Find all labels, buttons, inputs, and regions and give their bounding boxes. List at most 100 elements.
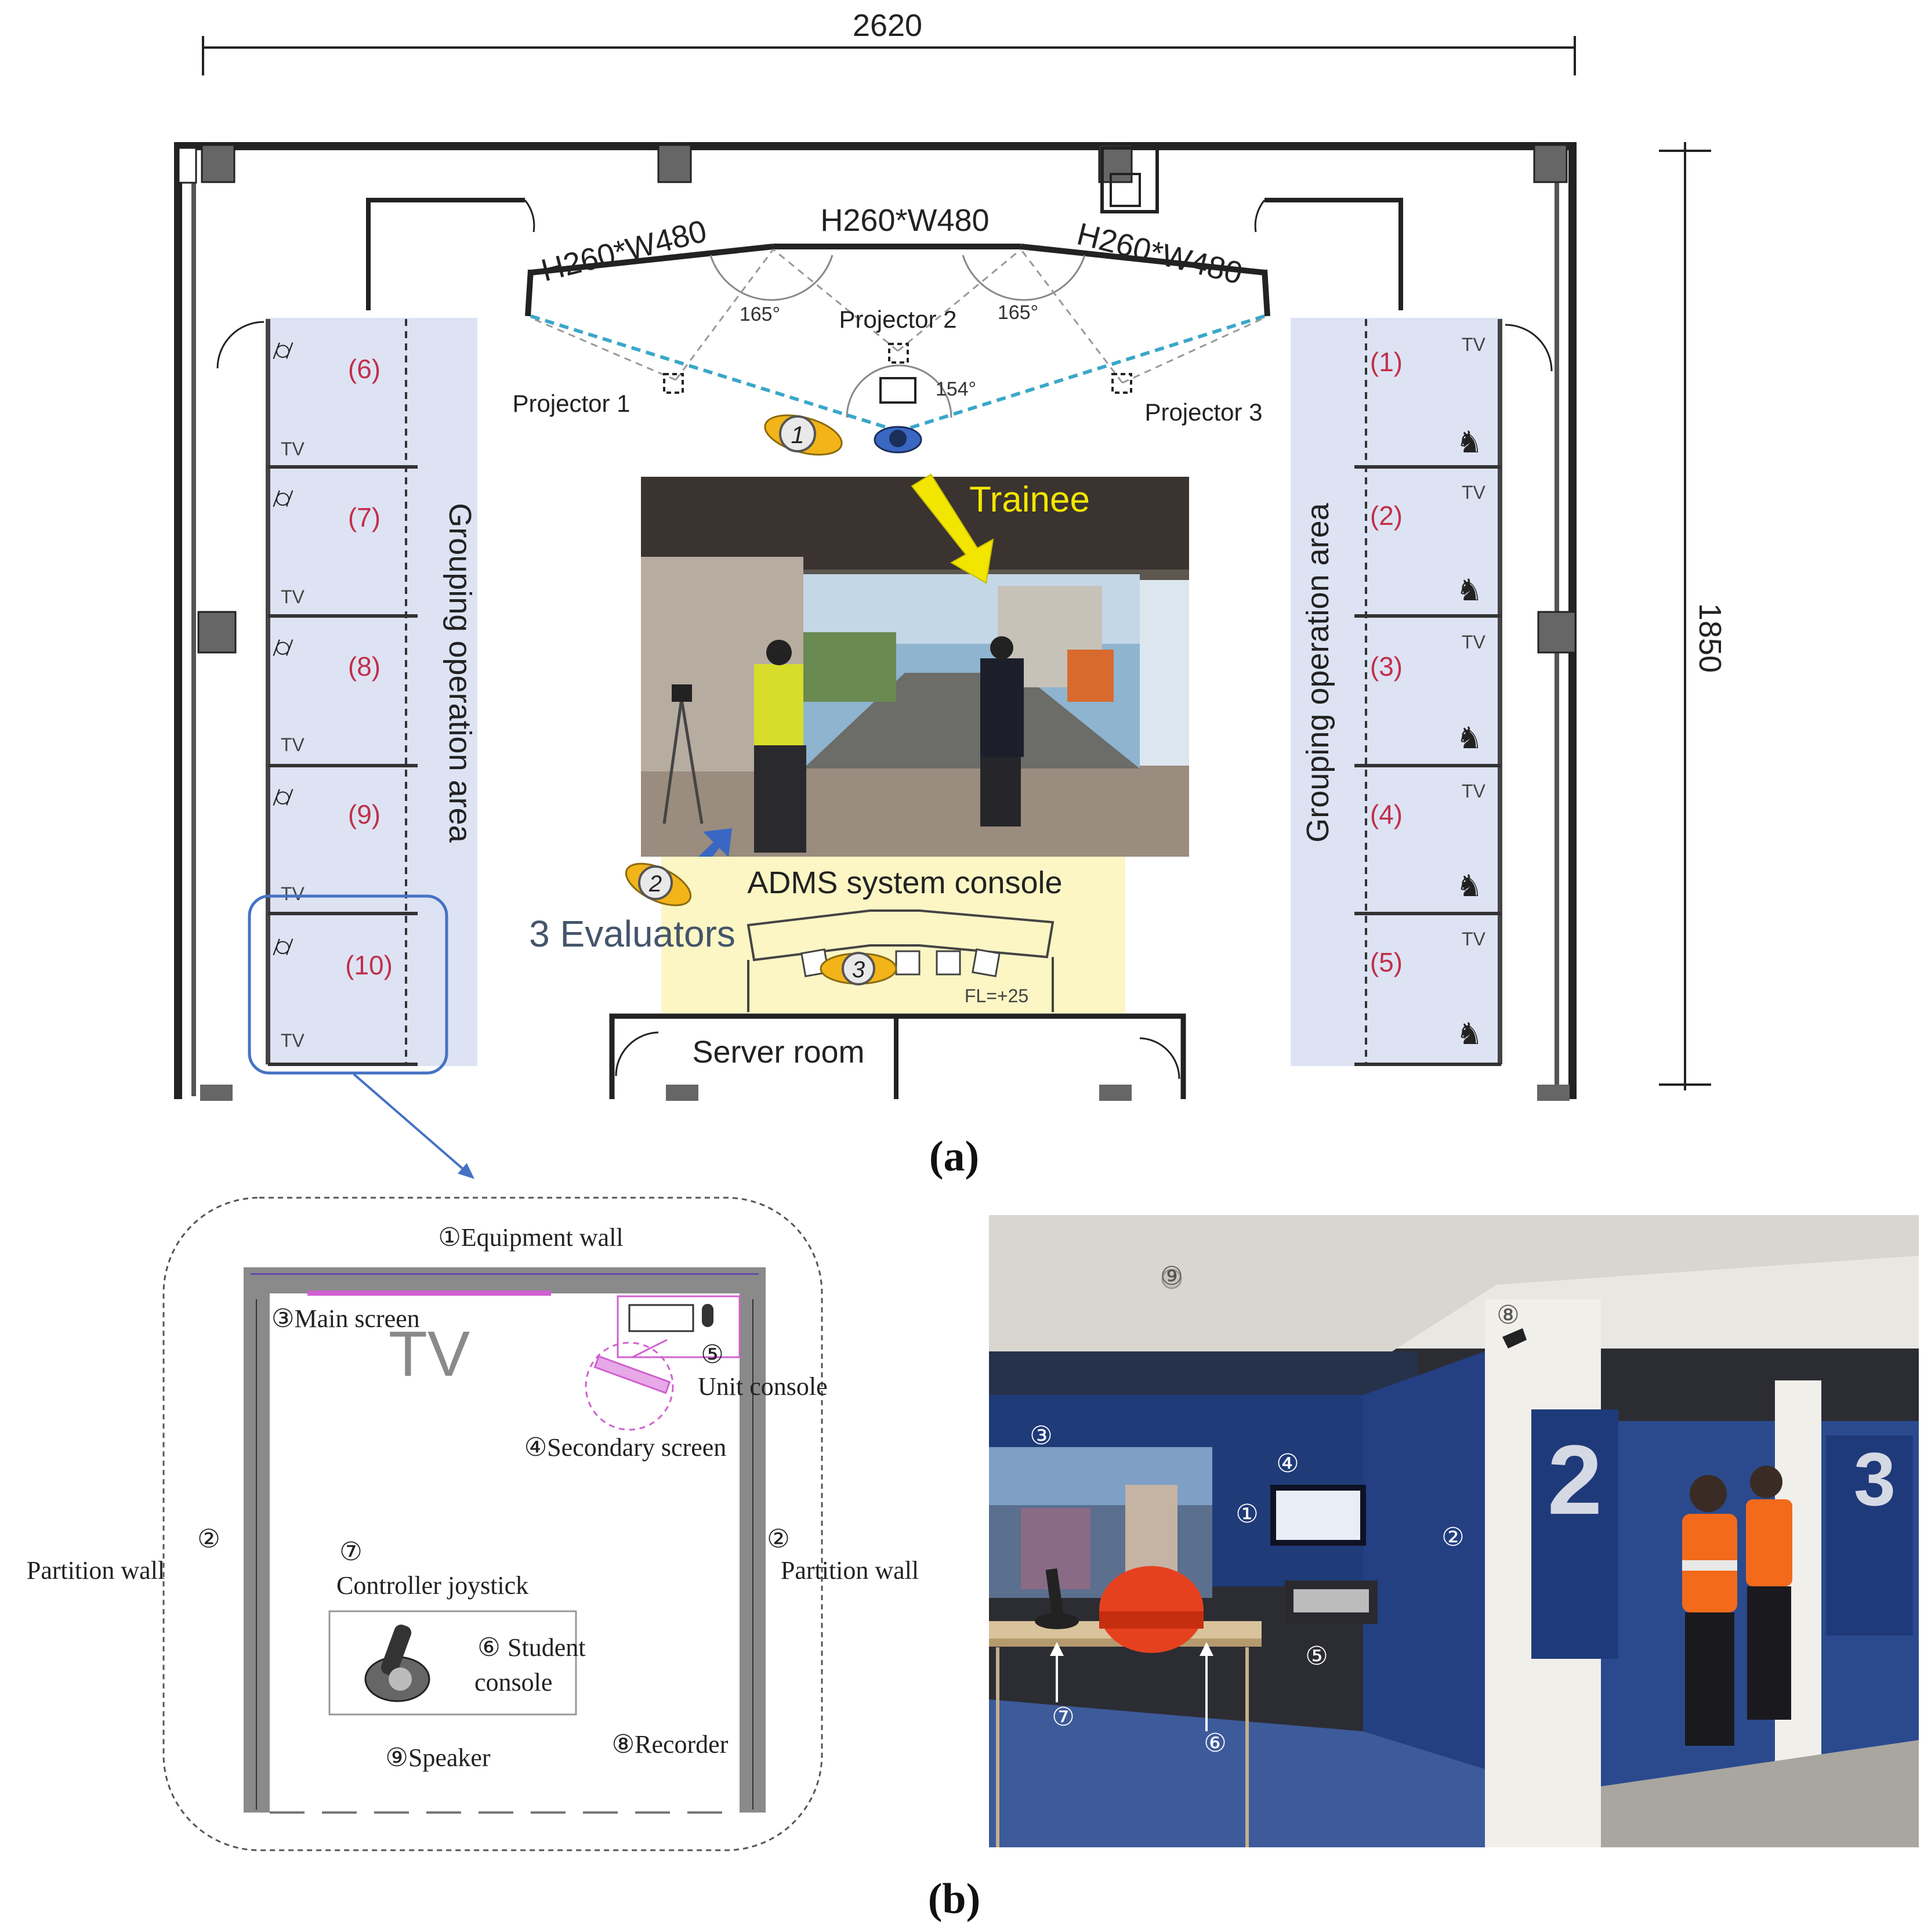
room-3: (3) TV ♞ xyxy=(1370,632,1486,755)
inner-walls xyxy=(216,198,1553,372)
projector-3-label: Projector 3 xyxy=(1144,398,1262,426)
camera-icon: ⌭ xyxy=(273,930,294,962)
room-7: ⌭ (7) TV xyxy=(273,481,381,607)
person-icon: ♞ xyxy=(1456,1017,1483,1051)
detail-connector-arrow xyxy=(353,1073,475,1179)
camera-icon: ⌭ xyxy=(273,334,294,366)
panel-3-number: 3 xyxy=(1854,1437,1896,1521)
projection-screens: H260*W480 H260*W480 H260*W480 165° 165° … xyxy=(512,203,1270,432)
badge-evaluator-1: 1 xyxy=(764,414,843,456)
camera-icon: ⌭ xyxy=(273,630,294,663)
angle-left-label: 165° xyxy=(740,303,780,325)
room-number-8: (8) xyxy=(348,651,381,682)
width-dimension: 2620 xyxy=(202,8,1576,75)
tv-big-label: TV xyxy=(389,1318,470,1390)
joystick-label: Controller joystick xyxy=(336,1571,528,1600)
photo-marker-6: ⑥ xyxy=(1204,1729,1226,1757)
tv-label: TV xyxy=(1462,632,1486,653)
camera-icon: ⌭ xyxy=(273,780,294,813)
room-number-6: (6) xyxy=(348,354,381,384)
room-number-4: (4) xyxy=(1370,799,1403,829)
photo-marker-8: ⑧ xyxy=(1497,1301,1519,1329)
room-2: (2) TV ♞ xyxy=(1370,482,1486,607)
photo-marker-1: ① xyxy=(1235,1500,1258,1528)
grouping-label-right: Grouping operation area xyxy=(1300,502,1335,842)
joystick-icon xyxy=(364,1624,430,1702)
speaker-label: ⑨Speaker xyxy=(385,1743,491,1772)
angle-right-label: 165° xyxy=(998,302,1038,324)
room-number-1: (1) xyxy=(1370,347,1403,377)
badge-1-number: 1 xyxy=(791,421,804,448)
room-10: ⌭ (10) TV xyxy=(273,930,393,1051)
projector-1-label: Projector 1 xyxy=(512,390,630,417)
officer-1 xyxy=(1682,1475,1737,1746)
partition-right-number: ② xyxy=(767,1525,789,1553)
room-5: (5) TV ♞ xyxy=(1370,929,1486,1051)
tv-label: TV xyxy=(1462,482,1486,503)
trainee-marker xyxy=(874,426,922,454)
room-4: (4) TV ♞ xyxy=(1370,781,1486,903)
tv-label: TV xyxy=(281,586,305,607)
floor-plan: 2620 1850 xyxy=(174,8,1727,1180)
partition-left-label: Partition wall xyxy=(27,1556,165,1585)
room-number-3: (3) xyxy=(1370,651,1403,682)
officer-2 xyxy=(1746,1466,1792,1720)
grouping-zone-right: (1) TV ♞ (2) TV ♞ (3) TV ♞ (4) TV ♞ (5) xyxy=(1291,318,1502,1066)
adms-console-label: ADMS system console xyxy=(747,865,1062,900)
outer-walls xyxy=(174,142,1577,1101)
tv-label: TV xyxy=(1462,334,1486,355)
person-icon: ♞ xyxy=(1456,574,1483,607)
room-1: (1) TV ♞ xyxy=(1370,334,1486,459)
room-number-9: (9) xyxy=(348,799,381,829)
photo-marker-7: ⑦ xyxy=(1052,1703,1074,1731)
tv-label: TV xyxy=(281,734,305,755)
secondary-screen-label: ④Secondary screen xyxy=(524,1433,727,1462)
height-dimension: 1850 xyxy=(1659,142,1727,1090)
grouping-zone-left: ⌭ (6) TV ⌭ (7) TV ⌭ (8) TV ⌭ (9) TV ⌭ (1 xyxy=(266,318,477,1066)
tv-label: TV xyxy=(281,438,305,459)
room-photo: 2 3 ⑨ ⑧ ③ ④ ① ② ⑤ ⑦ ⑥ xyxy=(989,1215,1919,1847)
room-9: ⌭ (9) TV xyxy=(273,780,381,904)
partition-right-label: Partition wall xyxy=(781,1556,919,1585)
badge-2-number: 2 xyxy=(648,871,662,897)
photo-marker-9: ⑨ xyxy=(1160,1262,1183,1291)
room-number-7: (7) xyxy=(348,502,381,532)
angle-bottom-label: 154° xyxy=(936,378,976,400)
grouping-label-left: Grouping operation area xyxy=(443,503,477,843)
trainee-position-icon xyxy=(879,377,916,404)
screen-right-label: H260*W480 xyxy=(1074,216,1246,291)
projector-1-icon xyxy=(663,373,684,394)
evaluators-label: 3 Evaluators xyxy=(529,913,735,955)
room-8: ⌭ (8) TV xyxy=(273,630,381,755)
room-10-highlight xyxy=(248,894,448,1075)
person-icon: ♞ xyxy=(1456,722,1483,755)
tv-label: TV xyxy=(1462,929,1486,949)
camera-icon: ⌭ xyxy=(273,481,294,514)
floor-level-label: FL=+25 xyxy=(965,985,1028,1006)
panel-2-number: 2 xyxy=(1548,1425,1603,1535)
room-number-5: (5) xyxy=(1370,947,1403,977)
projector-2-icon xyxy=(888,343,909,364)
caption-a: (a) xyxy=(929,1133,979,1180)
room-detail-drawing: ①Equipment wall ③Main screen TV ⑤ Unit c… xyxy=(27,1197,919,1851)
student-console-number: ⑥ xyxy=(477,1633,500,1662)
width-dim-label: 2620 xyxy=(853,8,922,43)
joystick-number: ⑦ xyxy=(339,1538,362,1566)
photo-marker-5: ⑤ xyxy=(1305,1642,1328,1670)
badge-3-number: 3 xyxy=(852,957,865,983)
server-room: Server room xyxy=(609,1013,1186,1099)
unit-console-label: Unit console xyxy=(698,1372,828,1401)
screen-left-label: H260*W480 xyxy=(538,213,710,288)
projector-3-icon xyxy=(1111,373,1132,394)
evaluators-group: 2 3 Evaluators xyxy=(529,862,735,955)
adms-console-zone: ADMS system console 3 FL=+25 xyxy=(661,857,1125,1013)
photo-marker-4: ④ xyxy=(1276,1449,1299,1478)
height-dim-label: 1850 xyxy=(1693,603,1727,673)
screen-center-label: H260*W480 xyxy=(820,203,989,238)
room-number-2: (2) xyxy=(1370,501,1403,531)
trainee-label: Trainee xyxy=(969,480,1090,520)
photo-marker-3: ③ xyxy=(1030,1422,1052,1450)
room-number-10: (10) xyxy=(345,950,393,980)
student-console-label-2: console xyxy=(474,1668,552,1697)
